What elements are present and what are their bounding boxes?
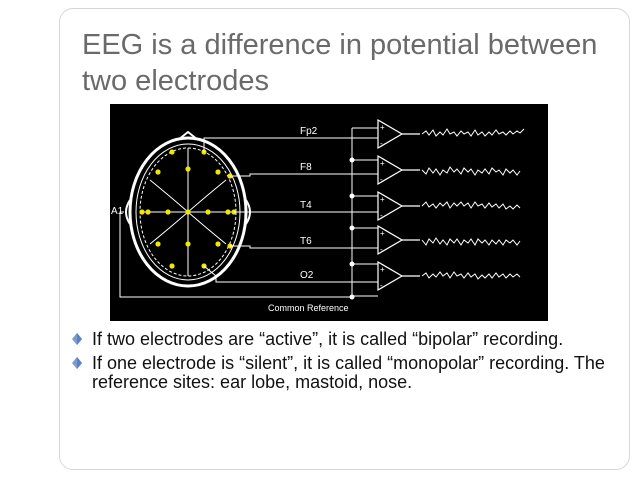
channel-label-fp2: Fp2 bbox=[300, 126, 318, 137]
amplifiers: +- +- +- +- +- bbox=[377, 118, 420, 292]
svg-text:-: - bbox=[380, 281, 383, 290]
electrode-f3 bbox=[155, 169, 161, 175]
amplifier-t6: +- bbox=[377, 224, 420, 256]
eeg-montage-diagram: +- +- +- +- +- Fp2 F8 T4 T6 O2 A1 Common… bbox=[110, 104, 548, 321]
channel-label-o2: O2 bbox=[300, 270, 314, 281]
electrode-o1 bbox=[169, 263, 175, 269]
amplifier-f8: +- bbox=[377, 154, 420, 186]
channel-label-t6: T6 bbox=[300, 236, 312, 247]
channel-label-t4: T4 bbox=[300, 200, 312, 211]
electrode-pz bbox=[185, 241, 191, 247]
channel-wires bbox=[119, 127, 378, 298]
nose-icon bbox=[177, 130, 199, 141]
bullet-item: If two electrodes are “active”, it is ca… bbox=[70, 330, 610, 349]
bullet-marker-icon bbox=[72, 357, 82, 369]
electrode-t3i bbox=[165, 209, 171, 215]
waveform-t6 bbox=[421, 237, 521, 246]
eeg-diagram-svg: +- +- +- +- +- Fp2 F8 T4 T6 O2 A1 Common… bbox=[110, 104, 548, 321]
amplifier-t4: +- bbox=[377, 190, 420, 222]
electrode-fz bbox=[185, 166, 191, 172]
amplifier-o2: +- bbox=[377, 260, 420, 292]
bullet-text: If one electrode is “silent”, it is call… bbox=[92, 353, 605, 392]
electrode-p3 bbox=[155, 241, 161, 247]
svg-text:+: + bbox=[380, 265, 385, 274]
svg-text:-: - bbox=[380, 139, 383, 148]
bullet-item: If one electrode is “silent”, it is call… bbox=[70, 354, 610, 392]
eeg-waveforms bbox=[421, 128, 525, 280]
channel-label-f8: F8 bbox=[300, 162, 312, 173]
common-reference-label: Common Reference bbox=[268, 303, 349, 313]
waveform-f8 bbox=[421, 166, 521, 176]
electrode-c4 bbox=[225, 209, 231, 215]
waveform-o2 bbox=[421, 271, 521, 280]
svg-text:+: + bbox=[380, 159, 385, 168]
electrode-cz bbox=[185, 209, 191, 215]
svg-text:-: - bbox=[380, 211, 383, 220]
bullet-list: If two electrodes are “active”, it is ca… bbox=[70, 330, 610, 397]
junction-dots bbox=[349, 157, 355, 300]
electrode-f4 bbox=[215, 169, 221, 175]
waveform-fp2 bbox=[421, 128, 525, 137]
electrode-t3 bbox=[139, 209, 145, 215]
left-ear-icon bbox=[125, 199, 131, 225]
bullet-marker-icon bbox=[72, 333, 82, 345]
amplifier-fp2: +- bbox=[377, 118, 420, 150]
svg-text:+: + bbox=[380, 229, 385, 238]
electrode-t4i bbox=[205, 209, 211, 215]
reference-electrode-label: A1 bbox=[111, 206, 124, 217]
electrode-fp1 bbox=[169, 149, 175, 155]
electrode-p4 bbox=[215, 241, 221, 247]
bullet-text: If two electrodes are “active”, it is ca… bbox=[92, 329, 564, 349]
svg-text:-: - bbox=[380, 245, 383, 254]
svg-text:-: - bbox=[380, 175, 383, 184]
slide-title: EEG is a difference in potential between… bbox=[82, 29, 598, 97]
svg-text:+: + bbox=[380, 123, 385, 132]
svg-text:+: + bbox=[380, 195, 385, 204]
waveform-t4 bbox=[421, 201, 521, 210]
electrode-c3 bbox=[145, 209, 151, 215]
